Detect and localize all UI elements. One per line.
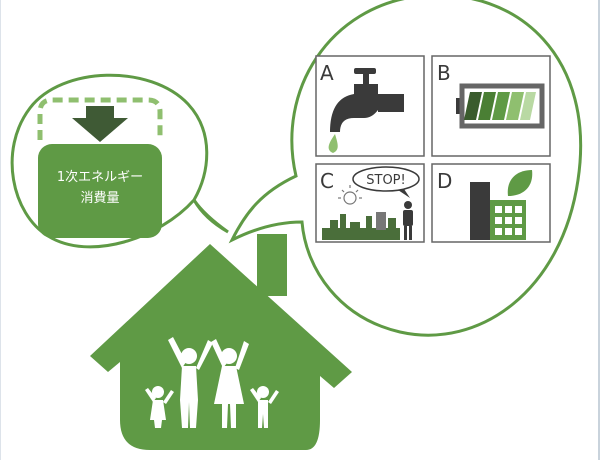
panel-a-letter: A [320, 61, 334, 85]
panel-a: A [315, 55, 425, 157]
panel-d: D [431, 163, 551, 243]
panel-b: B [431, 55, 551, 157]
page-frame-left [0, 0, 1, 460]
page-frame-right [598, 0, 600, 460]
house-body [90, 244, 352, 450]
house-chimney [257, 234, 287, 296]
panel-c-letter: C [320, 169, 334, 193]
panel-c: C STOP! [315, 163, 425, 243]
faucet-icon [328, 68, 404, 153]
family-icon [145, 337, 279, 428]
energy-box-line2: 消費量 [80, 191, 119, 206]
city-skyline-icon [322, 212, 400, 240]
primary-energy-box [38, 144, 162, 238]
down-arrow-icon [72, 106, 128, 142]
panel-d-letter: D [437, 169, 452, 193]
leaf-icon [507, 170, 533, 196]
person-icon [403, 201, 413, 240]
green-building-icon [470, 170, 533, 240]
panel-b-letter: B [437, 61, 451, 85]
sun-icon [338, 185, 362, 205]
house-family-icon [90, 234, 352, 450]
battery-icon [456, 83, 545, 129]
energy-box-line1: 1次エネルギー [57, 169, 143, 185]
dashed-loop-line [37, 97, 163, 140]
stop-text: STOP! [366, 173, 405, 188]
stop-speech-bubble: STOP! [352, 166, 420, 198]
